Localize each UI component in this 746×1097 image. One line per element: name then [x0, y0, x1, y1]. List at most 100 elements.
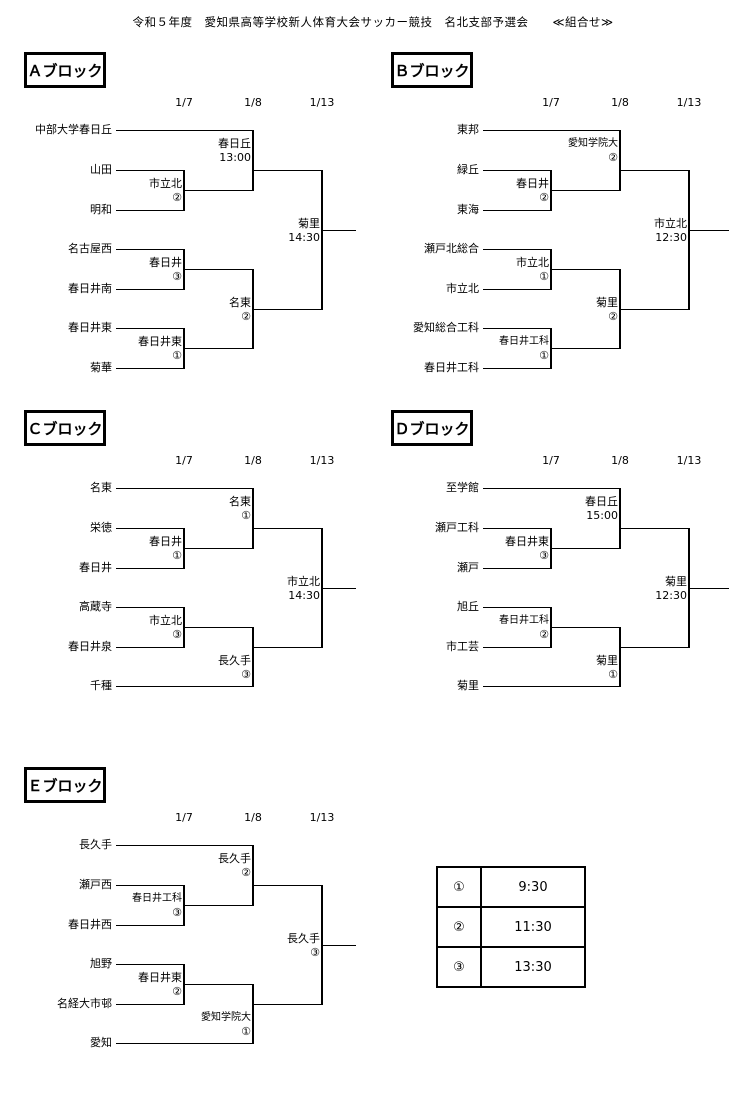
- team-name: 旭野: [90, 957, 112, 970]
- round-date: 1/7: [542, 454, 560, 467]
- team-name: 名古屋西: [68, 242, 112, 255]
- winner-name: 長久手: [218, 654, 251, 667]
- page-title: 令和５年度 愛知県高等学校新人体育大会サッカー競技 名北支部予選会 ≪組合せ≫: [132, 15, 614, 29]
- block-a: Ａブロック 1/7 1/8 1/13 中部大学春日丘 山田 明和 名古屋西 春日…: [24, 52, 394, 382]
- bracket-line: [483, 488, 620, 489]
- team-name: 高蔵寺: [79, 600, 112, 613]
- winner-name: 春日井工科: [499, 336, 549, 347]
- round-date: 1/8: [244, 96, 262, 109]
- block-label: Ｂブロック: [391, 52, 473, 88]
- bracket-line: [116, 328, 184, 329]
- final-mark: 12:30: [655, 589, 687, 602]
- final-name: 市立北: [654, 217, 687, 230]
- bracket-line: [184, 548, 253, 549]
- bracket-line: [253, 647, 322, 648]
- bracket-line: [483, 368, 551, 369]
- bracket-line: [252, 845, 254, 906]
- team-name: 中部大学春日丘: [35, 123, 112, 136]
- team-name: 菊里: [457, 679, 479, 692]
- team-name: 千種: [90, 679, 112, 692]
- winner-name: 春日井工科: [499, 615, 549, 626]
- winner-name: 名東: [229, 495, 251, 508]
- winner-name: 市立北: [149, 614, 182, 627]
- final-mark: ③: [310, 946, 320, 959]
- bracket-line: [116, 528, 184, 529]
- winner-mark: ③: [241, 668, 251, 681]
- bracket-line: [551, 190, 620, 191]
- bracket-line: [116, 488, 253, 489]
- bracket-line: [116, 925, 184, 926]
- bracket-line: [551, 269, 620, 270]
- winner-mark: ①: [172, 349, 182, 362]
- table-row: ② 11:30: [436, 906, 586, 948]
- round-date: 1/7: [175, 96, 193, 109]
- bracket-line: [184, 190, 253, 191]
- team-name: 栄徳: [90, 521, 112, 534]
- winner-mark: ③: [172, 628, 182, 641]
- bracket-line: [483, 210, 551, 211]
- bracket-line: [184, 984, 253, 985]
- winner-name: 愛知学院大: [568, 138, 618, 149]
- bracket-line: [619, 488, 621, 549]
- winner-name: 春日井東: [138, 971, 182, 984]
- round-date: 1/8: [611, 454, 629, 467]
- bracket-line: [184, 627, 253, 628]
- team-name: 瀬戸西: [79, 878, 112, 891]
- team-name: 名経大市邨: [57, 997, 112, 1010]
- bracket-line: [620, 528, 689, 529]
- bracket-line: [689, 588, 729, 589]
- team-name: 瀬戸: [457, 561, 479, 574]
- team-name: 市立北: [446, 282, 479, 295]
- winner-mark: ①: [539, 270, 549, 283]
- schedule-time: 11:30: [480, 906, 586, 948]
- block-label: Ａブロック: [24, 52, 106, 88]
- team-name: 愛知総合工科: [413, 321, 479, 334]
- bracket-line: [116, 647, 184, 648]
- bracket-line: [116, 1004, 184, 1005]
- team-name: 市工芸: [446, 640, 479, 653]
- bracket-line: [252, 130, 254, 191]
- bracket-line: [116, 1043, 253, 1044]
- team-name: 春日井西: [68, 918, 112, 931]
- team-name: 東海: [457, 203, 479, 216]
- winner-mark: ③: [172, 906, 182, 919]
- bracket-line: [483, 130, 620, 131]
- final-name: 市立北: [287, 575, 320, 588]
- final-mark: 14:30: [288, 231, 320, 244]
- final-name: 長久手: [287, 932, 320, 945]
- bracket-line: [116, 964, 184, 965]
- winner-mark: ②: [241, 866, 251, 879]
- team-name: 瀬戸北総合: [424, 242, 479, 255]
- round-date: 1/13: [309, 454, 335, 467]
- winner-name: 菊里: [596, 296, 618, 309]
- block-e: Ｅブロック 1/7 1/8 1/13 長久手 瀬戸西 春日井西 旭野 名経大市邨…: [24, 767, 394, 1097]
- team-name: 春日井工科: [424, 361, 479, 374]
- final-name: 菊里: [298, 217, 320, 230]
- final-mark: 14:30: [288, 589, 320, 602]
- team-name: 山田: [90, 163, 112, 176]
- winner-mark: ①: [241, 509, 251, 522]
- winner-name: 春日井工科: [132, 893, 182, 904]
- winner-mark: ②: [608, 310, 618, 323]
- schedule-number: ③: [436, 946, 482, 988]
- team-name: 菊華: [90, 361, 112, 374]
- schedule-time: 9:30: [480, 866, 586, 908]
- table-row: ① 9:30: [436, 866, 586, 908]
- team-name: 明和: [90, 203, 112, 216]
- winner-mark: ②: [241, 310, 251, 323]
- bracket-line: [483, 328, 551, 329]
- bracket-line: [322, 588, 356, 589]
- winner-name: 春日丘: [585, 495, 618, 508]
- team-name: 愛知: [90, 1036, 112, 1049]
- bracket-line: [116, 686, 253, 687]
- winner-mark: 13:00: [219, 151, 251, 164]
- bracket-line: [116, 249, 184, 250]
- winner-name: 春日井: [149, 535, 182, 548]
- schedule-time: 13:30: [480, 946, 586, 988]
- bracket-line: [689, 230, 729, 231]
- winner-mark: 15:00: [586, 509, 618, 522]
- bracket-line: [116, 289, 184, 290]
- round-date: 1/13: [309, 96, 335, 109]
- bracket-line: [483, 528, 551, 529]
- winner-mark: ③: [172, 270, 182, 283]
